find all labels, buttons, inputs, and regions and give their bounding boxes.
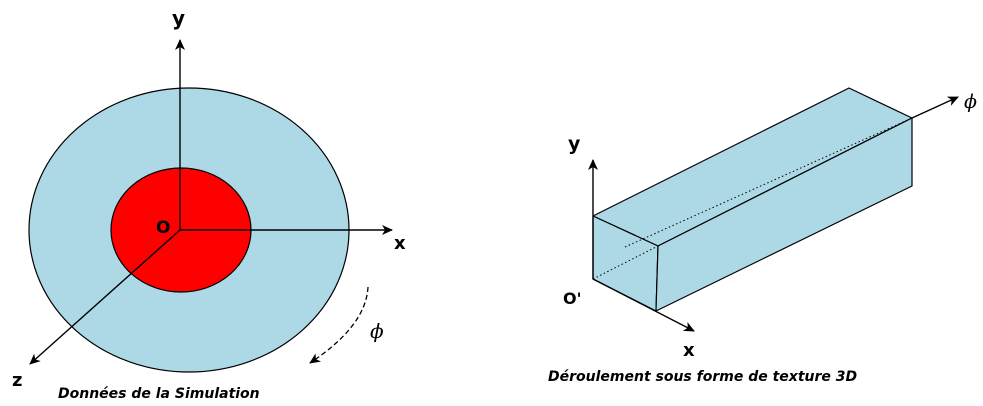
texture-caption: Déroulement sous forme de texture 3D (548, 369, 857, 385)
y-axis-label: y (568, 133, 581, 155)
origin-label: O (156, 218, 170, 238)
rotation-label: ϕ (370, 319, 384, 343)
x-axis-label: x (394, 233, 406, 254)
origin-label: O' (563, 289, 582, 308)
z-axis (29, 229, 181, 365)
simulation-caption: Données de la Simulation (58, 386, 260, 402)
y-axis-label: y (172, 6, 185, 30)
box-side-face (655, 117, 913, 312)
texture-diagram: y x ϕ O' Déroulement sous forme de textu… (548, 87, 977, 385)
rotation-arrow (309, 286, 369, 364)
phi-axis (911, 96, 959, 119)
phi-axis-hidden (624, 117, 913, 248)
z-axis-label: z (12, 370, 22, 391)
x-axis (592, 278, 695, 332)
x-axis-label: x (683, 340, 695, 361)
hidden-edge (592, 245, 659, 280)
phi-axis-label: ϕ (964, 91, 977, 113)
simulation-diagram: y x z O ϕ Données de la Simulation (12, 6, 406, 402)
